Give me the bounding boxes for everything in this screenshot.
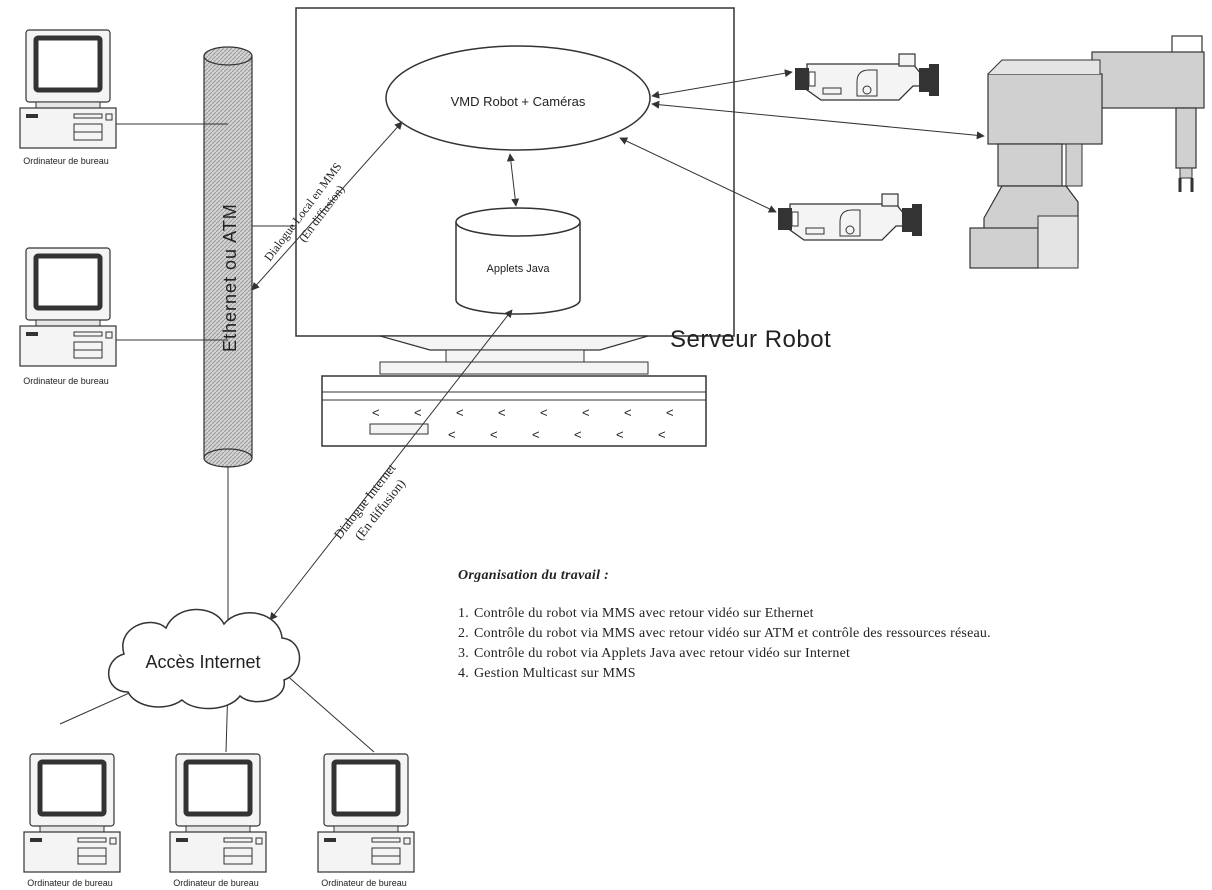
desktop-computer-icon bbox=[24, 754, 120, 872]
svg-text:<: < bbox=[666, 405, 674, 420]
svg-text:<: < bbox=[658, 427, 666, 442]
local-dialog-arrow bbox=[251, 121, 403, 291]
item-number: 3. bbox=[458, 646, 469, 661]
robot-arm-icon bbox=[969, 35, 1205, 269]
svg-text:<: < bbox=[414, 405, 422, 420]
vmd-label: VMD Robot + Caméras bbox=[451, 94, 586, 109]
svg-text:<: < bbox=[574, 427, 582, 442]
notes-list: 1. Contrôle du robot via MMS avec retour … bbox=[458, 604, 1078, 684]
internet-cloud bbox=[107, 608, 301, 710]
server-keyboard: <<< <<< << <<< <<< bbox=[321, 375, 707, 447]
desktop-label: Ordinateur de bureau bbox=[23, 156, 109, 166]
applets-cylinder bbox=[455, 207, 581, 315]
vmd-applets-arrow bbox=[506, 153, 520, 207]
vmd-camera-bottom-arrow bbox=[619, 137, 777, 213]
svg-text:<: < bbox=[456, 405, 464, 420]
desktop-label: Ordinateur de bureau bbox=[27, 878, 113, 888]
list-item: 4. Gestion Multicast sur MMS bbox=[458, 664, 1078, 684]
svg-text:<: < bbox=[616, 427, 624, 442]
network-label: Ethernet ou ATM bbox=[220, 203, 240, 352]
svg-text:<: < bbox=[372, 405, 380, 420]
desktop-computer-icon bbox=[318, 754, 414, 872]
vmd-ellipse bbox=[385, 45, 651, 151]
desktop-computer-icon bbox=[20, 248, 116, 366]
svg-text:<: < bbox=[498, 405, 506, 420]
item-number: 1. bbox=[458, 606, 469, 621]
svg-text:<: < bbox=[540, 405, 548, 420]
list-item: 2. Contrôle du robot via MMS avec retour … bbox=[458, 624, 1078, 644]
list-item: 3. Contrôle du robot via Applets Java ave… bbox=[458, 644, 1078, 664]
desktop-label: Ordinateur de bureau bbox=[23, 376, 109, 386]
vmd-camera-top-arrow bbox=[651, 69, 793, 99]
item-number: 4. bbox=[458, 666, 469, 681]
internet-dialog-arrow bbox=[269, 309, 513, 621]
list-item: 1. Contrôle du robot via MMS avec retour … bbox=[458, 604, 1078, 624]
desktop-label: Ordinateur de bureau bbox=[173, 878, 259, 888]
desktop-computer-icon bbox=[20, 30, 116, 148]
item-text: Contrôle du robot via Applets Java avec … bbox=[474, 646, 851, 661]
svg-text:<: < bbox=[532, 427, 540, 442]
internet-label: Accès Internet bbox=[145, 652, 260, 672]
vmd-robot-arrow bbox=[651, 100, 985, 140]
svg-text:<: < bbox=[582, 405, 590, 420]
applets-label: Applets Java bbox=[487, 263, 551, 275]
item-number: 2. bbox=[458, 626, 469, 641]
item-text: Gestion Multicast sur MMS bbox=[474, 666, 636, 681]
server-label: Serveur Robot bbox=[670, 326, 831, 353]
svg-text:<: < bbox=[490, 427, 498, 442]
camera-icon-top bbox=[794, 53, 940, 101]
svg-text:<: < bbox=[448, 427, 456, 442]
desktop-computer-icon bbox=[170, 754, 266, 872]
notes-title: Organisation du travail : bbox=[458, 568, 610, 583]
camera-icon-bottom bbox=[777, 193, 923, 241]
work-organization-notes: Organisation du travail : 1. Contrôle du … bbox=[458, 568, 1078, 684]
item-text: Contrôle du robot via MMS avec retour vi… bbox=[474, 606, 814, 621]
svg-text:<: < bbox=[624, 405, 632, 420]
internet-dialog-label: Dialogue Internet (En diffusion) bbox=[331, 460, 409, 543]
desktop-label: Ordinateur de bureau bbox=[321, 878, 407, 888]
item-text: Contrôle du robot via MMS avec retour vi… bbox=[474, 626, 991, 641]
